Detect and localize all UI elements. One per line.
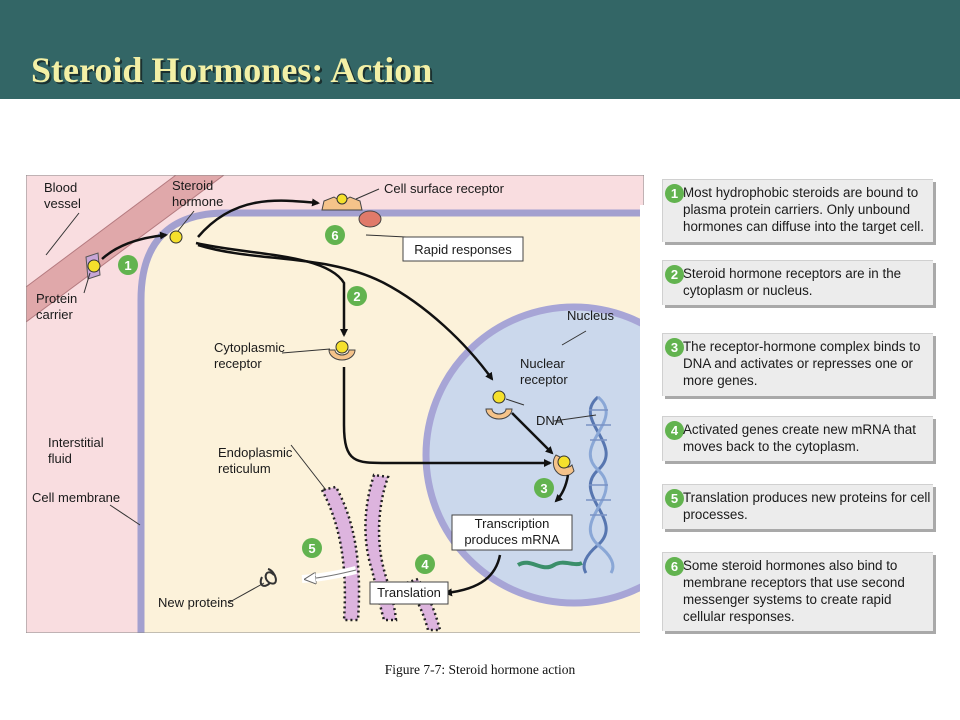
step-6-text: Some steroid hormones also bind to membr… bbox=[683, 558, 905, 624]
step-2-text: Steroid hormone receptors are in the cyt… bbox=[683, 266, 902, 298]
blood-label-line1: Blood bbox=[44, 180, 77, 195]
cell-membrane-label: Cell membrane bbox=[32, 490, 120, 505]
dna-helix bbox=[582, 395, 615, 574]
blood-vessel bbox=[26, 175, 225, 323]
blood-label-line2: vessel bbox=[44, 196, 81, 211]
marker-3: 3 bbox=[540, 481, 547, 496]
nuclear-receptor bbox=[485, 390, 513, 420]
marker-2: 2 bbox=[353, 289, 360, 304]
interstitial-label-line1: Interstitial bbox=[48, 435, 104, 450]
step-4-box: 4 Activated genes create new mRNA that m… bbox=[662, 416, 933, 461]
marker-6: 6 bbox=[331, 228, 338, 243]
cell-surface-receptor-label: Cell surface receptor bbox=[384, 181, 505, 196]
step-2-box: 2 Steroid hormone receptors are in the c… bbox=[662, 260, 933, 305]
cytoplasmic-receptor bbox=[328, 340, 356, 361]
dna-label: DNA bbox=[536, 413, 564, 428]
protein-carrier-label-line1: Protein bbox=[36, 291, 77, 306]
marker-1: 1 bbox=[124, 258, 131, 273]
translation-box bbox=[369, 581, 449, 605]
step-2-number: 2 bbox=[665, 265, 684, 284]
new-protein-icon bbox=[259, 568, 277, 587]
protein-carrier bbox=[85, 252, 101, 280]
step-3-box: 3 The receptor-hormone complex binds to … bbox=[662, 333, 933, 396]
cytoplasmic-label-line2: receptor bbox=[214, 356, 262, 371]
step-3-number: 3 bbox=[665, 338, 684, 357]
transcription-label-line1: Transcription bbox=[475, 516, 550, 531]
steps-panel: 1 Most hydrophobic steroids are bound to… bbox=[662, 175, 940, 635]
figure-caption: Figure 7-7: Steroid hormone action bbox=[384, 662, 576, 677]
receptor-hormone-complex bbox=[552, 454, 575, 477]
marker-4: 4 bbox=[421, 557, 429, 572]
er-label-line1: Endoplasmic bbox=[218, 445, 293, 460]
step-4-number: 4 bbox=[665, 421, 684, 440]
nucleus-label: Nucleus bbox=[567, 308, 614, 323]
step-3-text: The receptor-hormone complex binds to DN… bbox=[683, 339, 921, 388]
step-markers: 1 2 3 4 5 6 bbox=[118, 225, 554, 574]
title-bar bbox=[0, 0, 960, 99]
pathway-arrows bbox=[101, 198, 570, 597]
step-5-box: 5 Translation produces new proteins for … bbox=[662, 484, 933, 529]
mrna-strand bbox=[516, 560, 583, 570]
steroid-action-diagram: 1 2 3 4 5 6 Blood vessel Steroid hormone… bbox=[26, 175, 644, 633]
step-5-text: Translation produces new proteins for ce… bbox=[683, 490, 931, 522]
cell-surface-receptor bbox=[321, 193, 382, 228]
transcription-box bbox=[451, 514, 573, 551]
transcription-label-line2: produces mRNA bbox=[464, 532, 560, 547]
protein-carrier-label-line2: carrier bbox=[36, 307, 74, 322]
nuclear-receptor-label-line2: receptor bbox=[520, 372, 568, 387]
steroid-label-line1: Steroid bbox=[172, 178, 213, 193]
step-4-text: Activated genes create new mRNA that mov… bbox=[683, 422, 916, 454]
slide-title: Steroid Hormones: Action bbox=[31, 50, 433, 90]
rapid-responses-box bbox=[402, 236, 524, 262]
cytoplasmic-label-line1: Cytoplasmic bbox=[214, 340, 285, 355]
new-proteins-label: New proteins bbox=[158, 595, 234, 610]
er-label-line2: reticulum bbox=[218, 461, 271, 476]
step-1-number: 1 bbox=[665, 184, 684, 203]
leader-lines bbox=[45, 188, 597, 604]
step-1-text: Most hydrophobic steroids are bound to p… bbox=[683, 185, 924, 234]
marker-5: 5 bbox=[308, 541, 315, 556]
rapid-responses-label: Rapid responses bbox=[414, 242, 512, 257]
steroid-hormone-molecule bbox=[169, 230, 183, 244]
nuclear-receptor-label-line1: Nuclear bbox=[520, 356, 565, 371]
step-1-box: 1 Most hydrophobic steroids are bound to… bbox=[662, 179, 933, 242]
interstitial-label-line2: fluid bbox=[48, 451, 72, 466]
steroid-label-line2: hormone bbox=[172, 194, 223, 209]
step-6-box: 6 Some steroid hormones also bind to mem… bbox=[662, 552, 933, 631]
step-5-number: 5 bbox=[665, 489, 684, 508]
translation-label: Translation bbox=[377, 585, 441, 600]
step-6-number: 6 bbox=[665, 557, 684, 576]
